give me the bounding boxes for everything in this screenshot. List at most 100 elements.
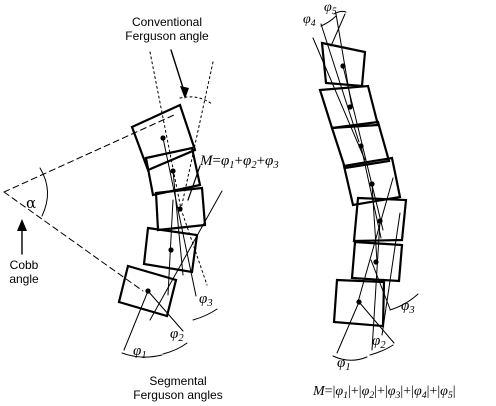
right-formula-term1: φ [335, 384, 344, 399]
right-formula-bar-3a: | [384, 384, 388, 399]
right-phi-2: φ2 [372, 333, 386, 351]
right-formula-bar-4a: | [411, 384, 414, 399]
right-formula-term5-sub: 5 [447, 389, 453, 401]
seg-arc-3 [192, 308, 218, 321]
left-phi-2: φ2 [170, 326, 184, 344]
right-formula-plus2: + [377, 384, 385, 399]
right-vertebra-4 [342, 156, 402, 207]
ferguson-line-lower [180, 208, 208, 286]
ferguson-line-upper [149, 51, 182, 210]
conventional-angle-label-line2: Ferguson angle [125, 29, 209, 43]
right-lines [312, 10, 419, 361]
right-formula-term2: φ [361, 384, 370, 399]
segmental-angles-label: Segmental Ferguson angles [108, 374, 248, 402]
segmental-angles-label-line1: Segmental [149, 374, 207, 388]
r-arc-2 [369, 344, 394, 356]
left-phi-3-sub: 3 [207, 298, 213, 310]
right-formula-term3: φ [387, 384, 396, 399]
right-formula-term4: φ [413, 384, 422, 399]
right-formula-bar-1b: | [348, 384, 351, 399]
segmental-angles-label-line2: Ferguson angles [133, 388, 223, 402]
right-phi-3: φ3 [401, 298, 415, 316]
conventional-angle-label: Conventional Ferguson angle [104, 15, 230, 43]
seg-line-a [162, 137, 197, 297]
r-line-10 [357, 177, 394, 303]
right-formula-bar-2b: | [374, 384, 378, 399]
right-phi-2-sub: 2 [380, 340, 386, 352]
seg-arc-2 [162, 342, 188, 355]
r-line-9 [381, 212, 401, 336]
left-formula: M=φ1+φ2+φ3 [200, 153, 279, 171]
left-phi-3-sym: φ [199, 291, 208, 307]
right-formula-bar-5a: | [437, 384, 441, 399]
left-formula-term2-sub: 2 [251, 160, 257, 172]
left-vertebra-4 [142, 226, 199, 274]
right-formula-bar-2a: | [358, 384, 362, 399]
right-phi-1: φ1 [337, 355, 351, 373]
right-formula-term5: φ [440, 384, 448, 399]
r-arc-1 [332, 355, 368, 361]
right-phi-3-sym: φ [401, 298, 410, 314]
r-line-5 [342, 65, 384, 231]
left-vertebra-2 [144, 146, 202, 197]
left-formula-term1-sub: 1 [229, 160, 235, 172]
right-phi-5: φ5 [324, 0, 337, 17]
right-phi-2-sym: φ [372, 333, 381, 349]
right-phi-5-sym: φ [324, 0, 332, 15]
left-vertebra-5 [117, 264, 178, 318]
left-formula-term2: φ [243, 153, 252, 169]
right-formula-bar-3b: | [400, 384, 404, 399]
r-line-4 [330, 13, 346, 47]
cobb-alpha-symbol: α [26, 194, 37, 212]
right-formula-plus3: + [403, 384, 412, 399]
r-line-7 [371, 183, 378, 263]
cobb-angle-label-line1: Cobb [9, 258, 39, 272]
left-phi-1-sym: φ [133, 343, 142, 359]
right-formula-term1-sub: 1 [343, 389, 349, 401]
left-formula-term3: φ [265, 153, 274, 169]
left-lines [3, 49, 223, 358]
seg-line-d [147, 290, 184, 332]
seg-line-c [167, 199, 174, 296]
right-phi-1-sub: 1 [345, 362, 351, 374]
r-line-6 [360, 145, 382, 239]
cobb-angle-label-line2: angle [9, 272, 39, 286]
left-formula-plus1: + [234, 153, 243, 169]
left-formula-term1: φ [220, 153, 230, 169]
right-formula-bar-5b: | [452, 384, 456, 399]
right-formula: M=|φ1|+|φ2|+|φ3|+|φ4|+|φ5| [313, 384, 456, 401]
right-formula-bar-4b: | [426, 384, 430, 399]
r-arc-3 [389, 293, 419, 311]
right-phi-1-sym: φ [337, 355, 346, 371]
seg-arc-1 [121, 352, 163, 358]
r-arc-5 [333, 10, 347, 15]
left-vertebrae [117, 103, 207, 318]
right-formula-plus1: + [350, 384, 359, 399]
right-formula-plus4: + [429, 384, 438, 399]
conventional-angle-arc [179, 96, 213, 105]
left-centroid-4 [168, 247, 174, 253]
right-centroids [340, 63, 383, 305]
left-phi-2-sub: 2 [178, 333, 184, 345]
left-phi-2-sym: φ [170, 326, 179, 342]
cobb-angle-arc [39, 167, 48, 217]
seg-line-f [149, 190, 223, 321]
right-formula-m: M [313, 384, 325, 399]
right-formula-eq: = [324, 384, 333, 399]
r-line-11 [358, 301, 395, 344]
ferguson-line-upper-right [180, 61, 214, 210]
left-phi-1-sub: 1 [141, 350, 147, 362]
right-phi-4: φ4 [303, 12, 316, 29]
cobb-line-lower [3, 191, 144, 292]
left-formula-plus2: + [256, 153, 266, 169]
seg-line-e [123, 290, 149, 351]
right-formula-term2-sub: 2 [369, 389, 375, 401]
conventional-angle-label-line1: Conventional [131, 15, 203, 29]
left-formula-term3-sub: 3 [273, 160, 279, 172]
left-vertebra-3 [154, 186, 207, 232]
left-formula-eq: = [212, 153, 221, 169]
left-vertebra-1 [130, 103, 197, 172]
cobb-arrowhead [17, 219, 27, 231]
right-phi-5-sub: 5 [331, 5, 337, 17]
